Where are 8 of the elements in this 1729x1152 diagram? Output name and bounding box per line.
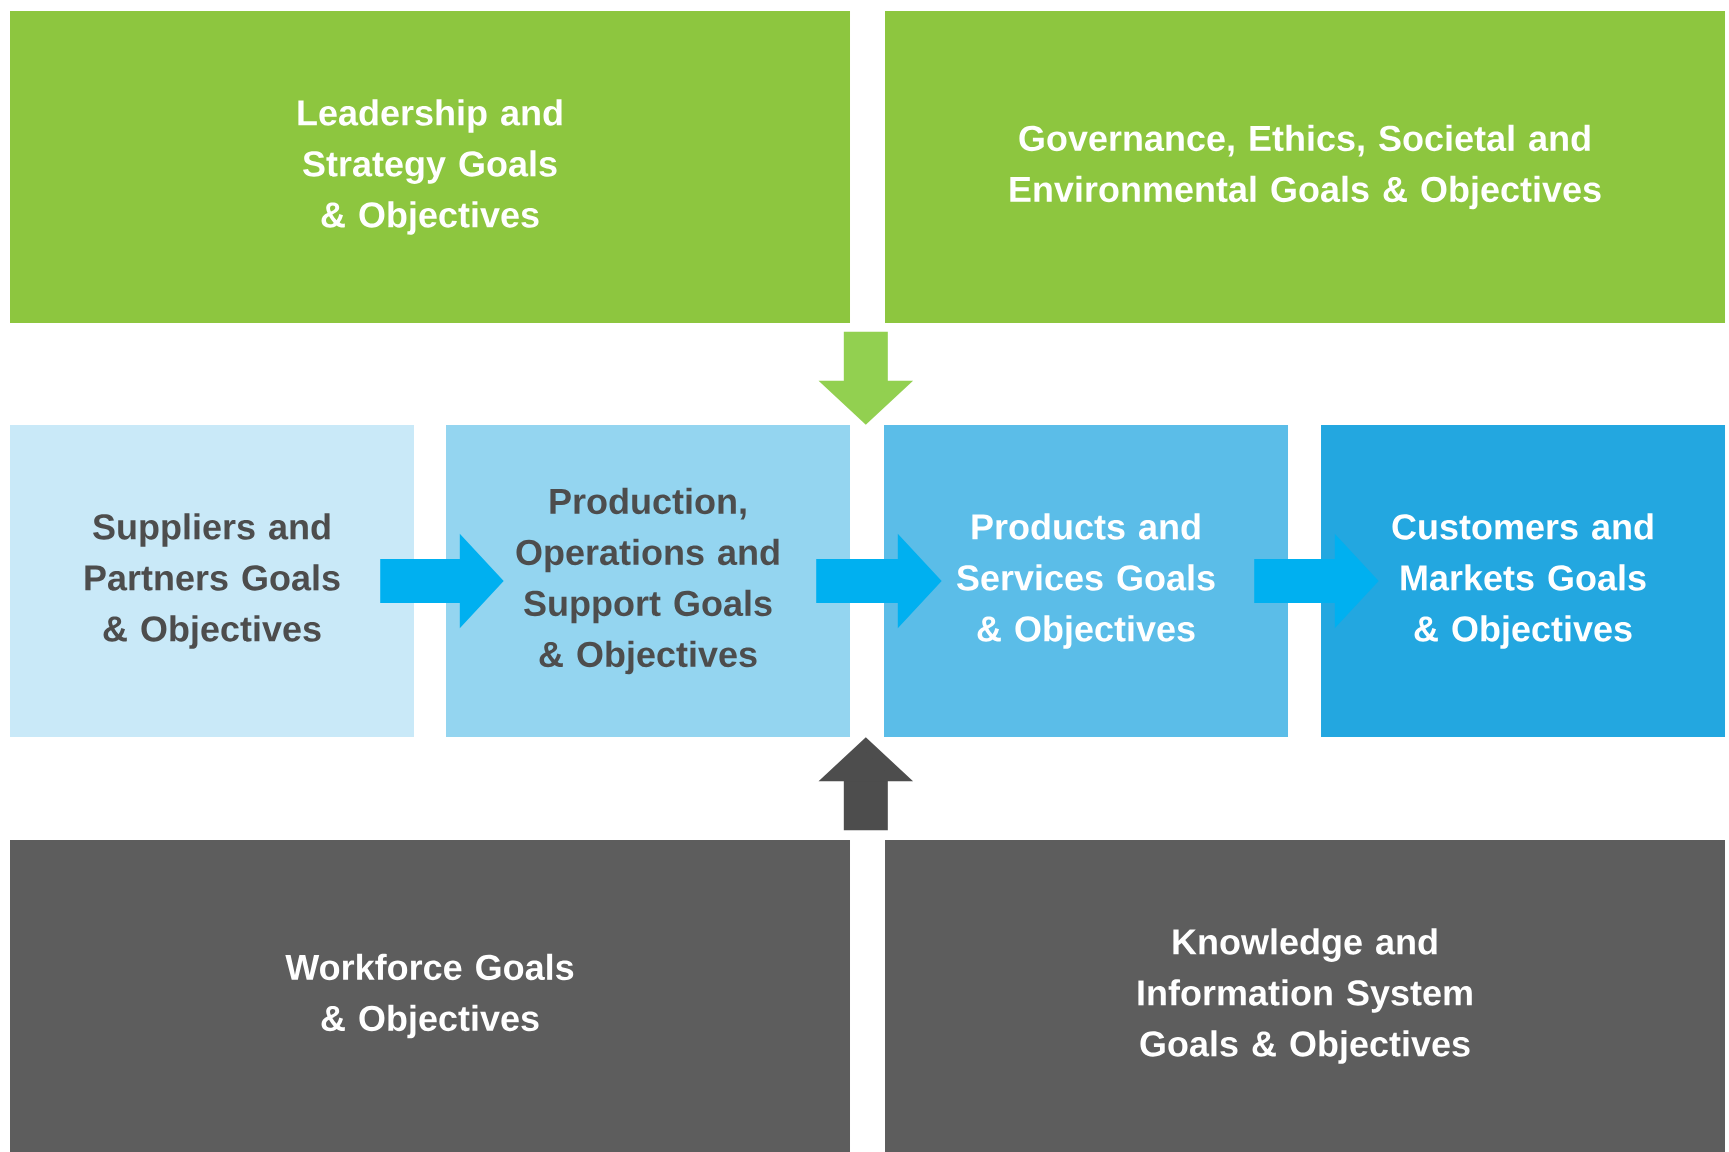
goal-box: Knowledge and Information System Goals & Objectives xyxy=(885,840,1725,1152)
goal-box: Production, Operations and Support Goals & Objectives xyxy=(446,425,850,737)
goal-box: Governance, Ethics, Societal and Environmental Goals & Objectives xyxy=(885,11,1725,323)
goal-box: Customers and Markets Goals & Objectives xyxy=(1321,425,1725,737)
goal-box: Products and Services Goals & Objectives xyxy=(884,425,1288,737)
goal-box: Leadership and Strategy Goals & Objectives xyxy=(10,11,850,323)
goal-box: Suppliers and Partners Goals & Objectives xyxy=(10,425,414,737)
goal-box: Workforce Goals & Objectives xyxy=(10,840,850,1152)
